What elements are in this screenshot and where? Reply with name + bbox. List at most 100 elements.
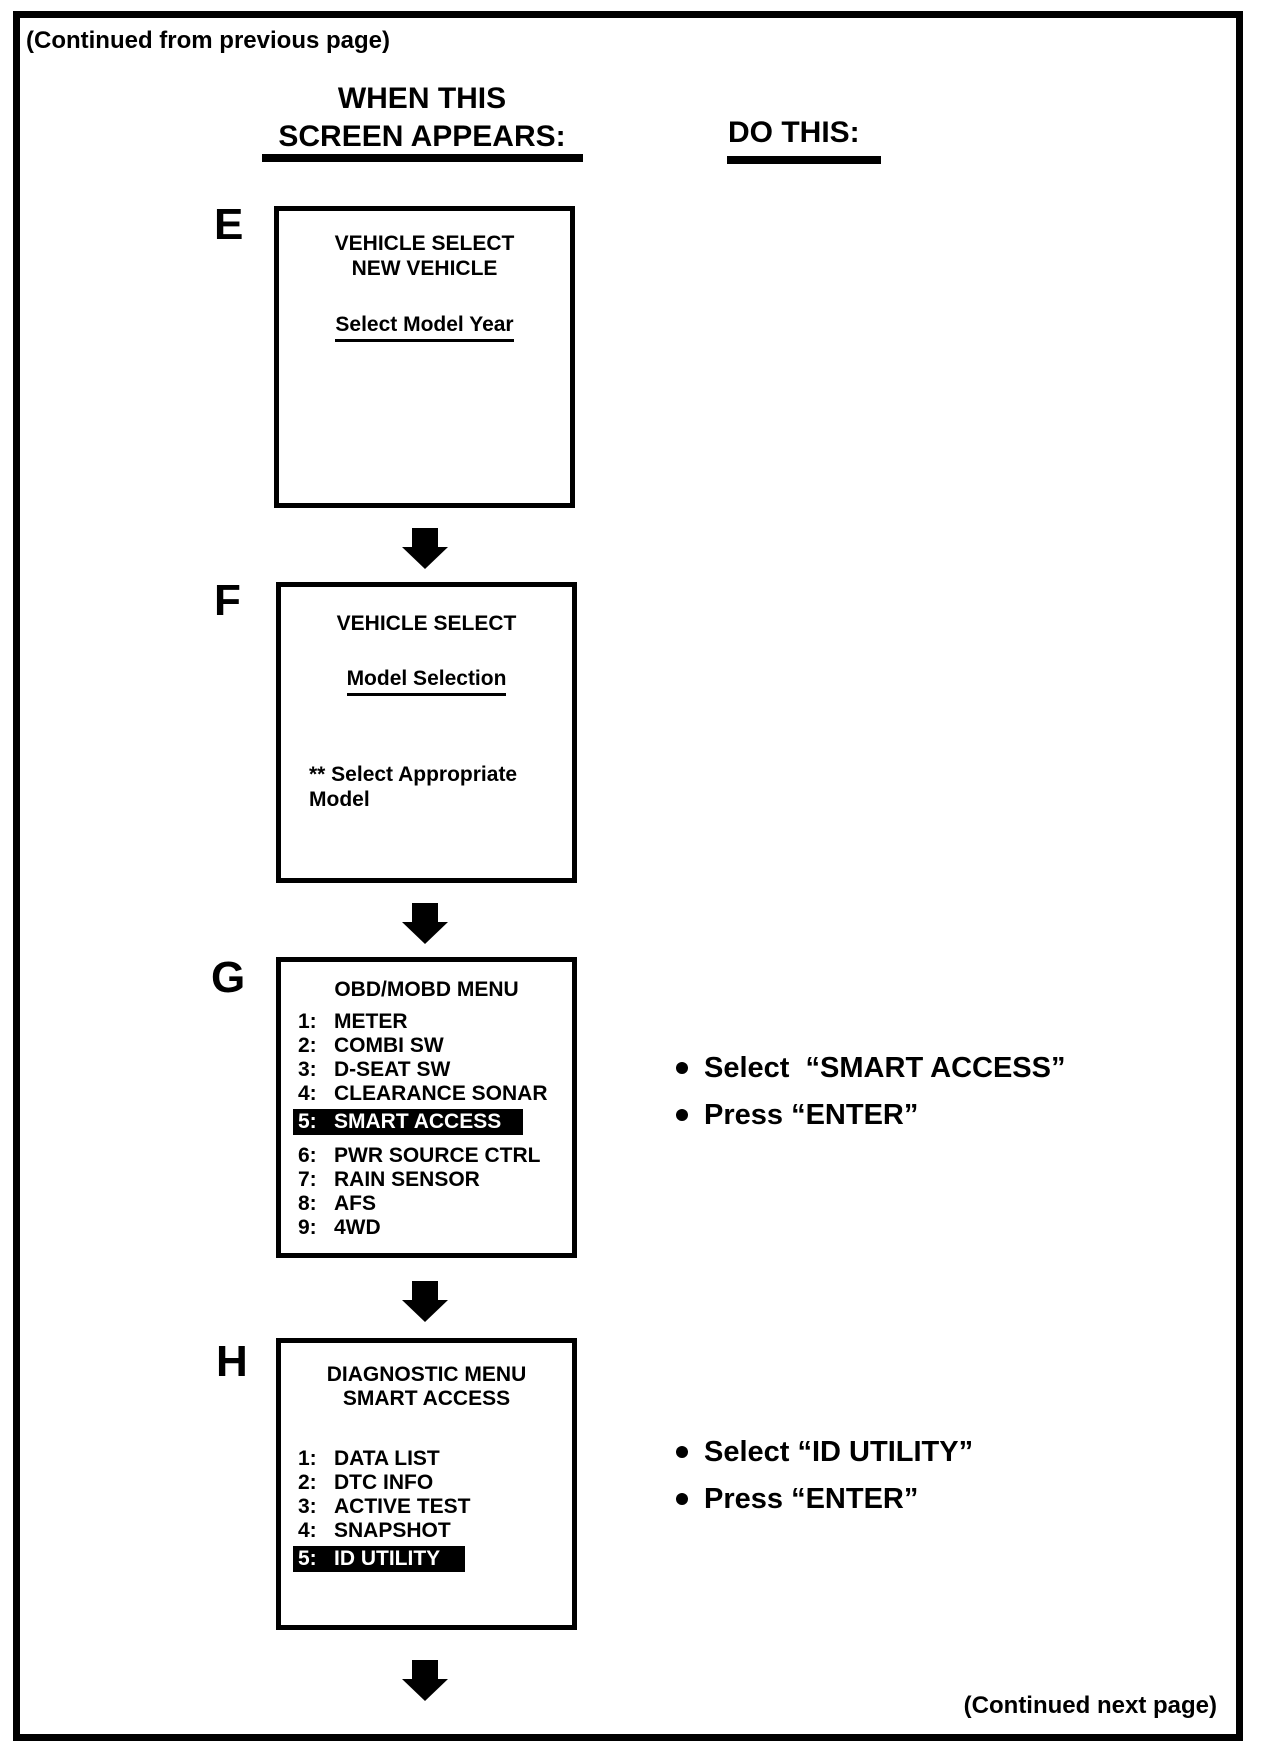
menu-item-label: COMBI SW — [334, 1034, 444, 1057]
menu-item-number: 6: — [298, 1144, 317, 1167]
menu-item-number: 4: — [298, 1082, 317, 1105]
action-item: Select “ID UTILITY” — [676, 1434, 973, 1470]
screen-box-g: OBD/MOBD MENU 1: METER 2: COMBI SW 3: D-SEA… — [276, 957, 577, 1258]
screen-title-line: VEHICLE SELECT — [334, 232, 515, 255]
menu-item-label: DATA LIST — [334, 1447, 440, 1470]
screen-menu: 1: DATA LIST 2: DTC INFO 3: ACTIVE TEST 4: S… — [281, 1447, 572, 1572]
action-item: Press “ENTER” — [676, 1481, 973, 1517]
continued-from-label: (Continued from previous page) — [26, 27, 391, 54]
screen-title-line: DIAGNOSTIC MENU — [326, 1363, 527, 1386]
bullet-icon — [676, 1062, 688, 1074]
menu-item-number: 9: — [298, 1216, 317, 1239]
screen-title: OBD/MOBD MENU — [281, 977, 572, 1002]
step-label-g: G — [211, 953, 246, 1002]
arrow-stem — [412, 528, 438, 547]
arrow-head — [402, 1300, 448, 1322]
screen-title: VEHICLE SELECT NEW VEHICLE — [279, 231, 570, 281]
menu-item-label: RAIN SENSOR — [334, 1168, 480, 1191]
screen-title: VEHICLE SELECT — [281, 611, 572, 636]
action-column-heading: DO THIS: — [728, 116, 860, 149]
menu-item-number: 3: — [298, 1495, 317, 1518]
menu-item-label: SMART ACCESS — [334, 1110, 502, 1133]
step-label-e: E — [214, 200, 244, 249]
action-text: Select “SMART ACCESS” — [704, 1052, 1066, 1084]
menu-item-label: ID UTILITY — [334, 1547, 441, 1570]
screen-title: DIAGNOSTIC MENU SMART ACCESS — [281, 1363, 572, 1411]
action-column-heading-underline — [727, 156, 881, 164]
menu-item: 3: ACTIVE TEST — [298, 1495, 572, 1519]
arrow-head — [402, 922, 448, 944]
arrow-stem — [412, 1660, 438, 1679]
flow-arrow-down-icon — [402, 528, 448, 569]
menu-item: 3: D-SEAT SW — [298, 1058, 572, 1082]
bullet-icon — [676, 1493, 688, 1505]
menu-item: 6: PWR SOURCE CTRL — [298, 1144, 572, 1168]
menu-item-label: PWR SOURCE CTRL — [334, 1144, 541, 1167]
action-item: Select “SMART ACCESS” — [676, 1050, 1066, 1086]
menu-item-number: 1: — [298, 1447, 317, 1470]
continued-next-label: (Continued next page) — [963, 1692, 1217, 1719]
menu-item: 4: CLEARANCE SONAR — [298, 1082, 572, 1106]
arrow-head — [402, 547, 448, 569]
menu-item-number: 5: — [298, 1110, 317, 1133]
screen-title-line: SMART ACCESS — [342, 1387, 511, 1410]
step-label-h: H — [216, 1337, 248, 1386]
bullet-icon — [676, 1109, 688, 1121]
step-label-f: F — [214, 576, 241, 625]
screen-column-heading-line1: WHEN THIS — [337, 82, 507, 115]
menu-item-number: 1: — [298, 1010, 317, 1033]
screen-subtitle: Model Selection — [281, 667, 572, 696]
menu-item: 9: 4WD — [298, 1216, 572, 1240]
flow-arrow-down-icon — [402, 1660, 448, 1701]
menu-item: 8: AFS — [298, 1192, 572, 1216]
screen-subtitle-text: Select Model Year — [335, 313, 514, 342]
screen-box-e: VEHICLE SELECT NEW VEHICLE Select Model … — [274, 206, 575, 508]
screen-note: ** Select Appropriate Model — [309, 763, 518, 811]
menu-item-highlighted: 5: ID UTILITY — [293, 1546, 465, 1572]
menu-item-number: 4: — [298, 1519, 317, 1542]
screen-title-line: VEHICLE SELECT — [336, 612, 517, 635]
action-list-g: Select “SMART ACCESS” Press “ENTER” — [676, 1050, 1066, 1144]
action-text: Press “ENTER” — [704, 1483, 919, 1515]
screen-menu: 1: METER 2: COMBI SW 3: D-SEAT SW 4: CLEARAN… — [281, 1010, 572, 1240]
action-text: Select “ID UTILITY” — [704, 1436, 974, 1468]
menu-item-label: D-SEAT SW — [334, 1058, 451, 1081]
screen-title-line: NEW VEHICLE — [351, 257, 498, 280]
page-border-frame — [13, 11, 1243, 1741]
flow-arrow-down-icon — [402, 903, 448, 944]
action-list-h: Select “ID UTILITY” Press “ENTER” — [676, 1434, 973, 1528]
menu-item-number: 2: — [298, 1471, 317, 1494]
menu-item-label: 4WD — [334, 1216, 381, 1239]
menu-item-number: 3: — [298, 1058, 317, 1081]
menu-item-number: 7: — [298, 1168, 317, 1191]
action-item: Press “ENTER” — [676, 1097, 1066, 1133]
menu-item: 1: METER — [298, 1010, 572, 1034]
menu-item: 4: SNAPSHOT — [298, 1519, 572, 1543]
menu-item-number: 5: — [298, 1547, 317, 1570]
menu-item-label: ACTIVE TEST — [334, 1495, 471, 1518]
menu-item: 2: DTC INFO — [298, 1471, 572, 1495]
menu-item-label: AFS — [334, 1192, 376, 1215]
arrow-stem — [412, 903, 438, 922]
menu-item-number: 8: — [298, 1192, 317, 1215]
menu-item-label: CLEARANCE SONAR — [334, 1082, 548, 1105]
menu-item-number: 2: — [298, 1034, 317, 1057]
menu-item: 7: RAIN SENSOR — [298, 1168, 572, 1192]
menu-item-label: SNAPSHOT — [334, 1519, 451, 1542]
screen-box-f: VEHICLE SELECT Model Selection ** Select… — [276, 582, 577, 883]
menu-item-label: METER — [334, 1010, 408, 1033]
screen-subtitle-text: Model Selection — [346, 667, 507, 696]
screen-column-heading: WHEN THIS SCREEN APPEARS: — [222, 80, 622, 156]
flow-arrow-down-icon — [402, 1281, 448, 1322]
arrow-stem — [412, 1281, 438, 1300]
bullet-icon — [676, 1446, 688, 1458]
arrow-head — [402, 1679, 448, 1701]
action-text: Press “ENTER” — [704, 1099, 919, 1131]
screen-column-heading-underline — [262, 154, 583, 162]
menu-item-label: DTC INFO — [334, 1471, 434, 1494]
menu-item-highlighted: 5: SMART ACCESS — [293, 1109, 523, 1135]
menu-item: 2: COMBI SW — [298, 1034, 572, 1058]
screen-box-h: DIAGNOSTIC MENU SMART ACCESS 1: DATA LIST… — [276, 1338, 577, 1630]
menu-item: 1: DATA LIST — [298, 1447, 572, 1471]
screen-column-heading-line2: SCREEN APPEARS: — [278, 120, 566, 153]
